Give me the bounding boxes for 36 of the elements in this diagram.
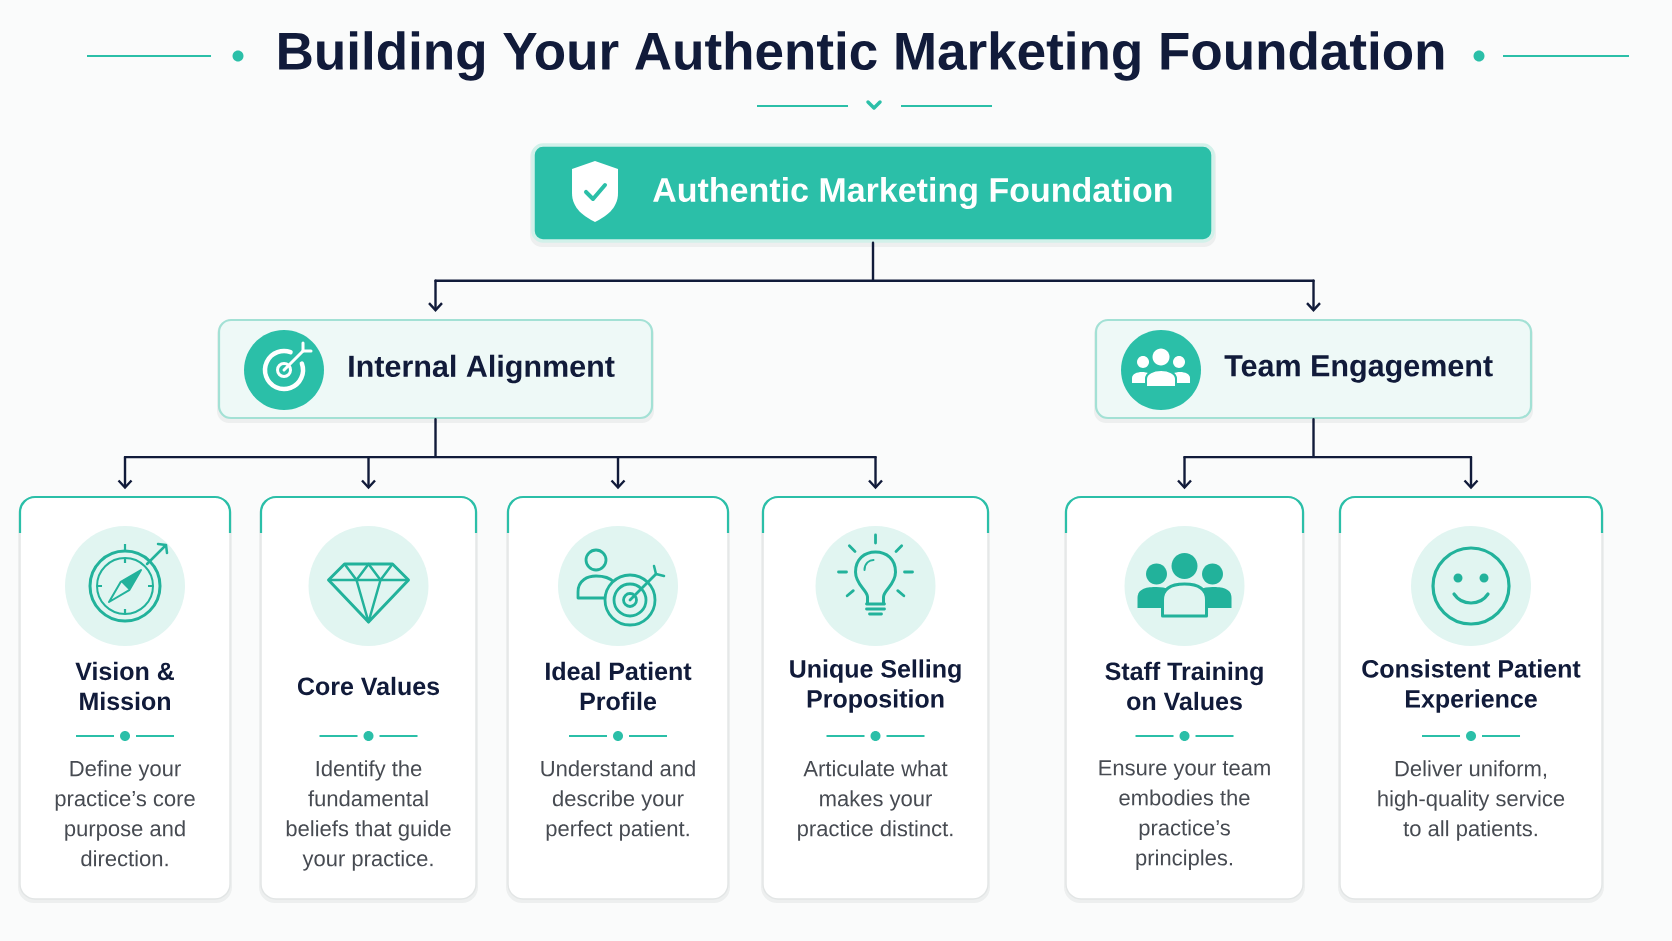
card-title: Consistent Patient Experience <box>1362 659 1581 713</box>
arrow <box>117 455 133 490</box>
root-box <box>530 143 1216 247</box>
arrow <box>868 455 883 490</box>
arrow <box>1177 455 1192 490</box>
card-title: Staff Training on Values <box>1105 661 1263 711</box>
connector-line <box>434 241 1315 282</box>
connector-line <box>1183 417 1473 459</box>
arrow <box>428 279 443 312</box>
card <box>259 495 478 903</box>
card <box>1064 495 1305 903</box>
box-label: Internal Alignment <box>349 354 615 384</box>
arrow <box>1306 279 1321 312</box>
title: Building Your Authentic Marketing Foundation <box>279 31 1444 81</box>
card <box>506 495 730 903</box>
arrow <box>1463 455 1479 490</box>
card-title: Core Values <box>297 676 440 696</box>
arrow <box>361 455 376 490</box>
connector-line <box>123 417 877 459</box>
box-label: Team Engagement <box>1224 355 1493 383</box>
card <box>18 495 232 903</box>
box-label: Authentic Marketing Foundation <box>653 177 1172 209</box>
category-box <box>1094 318 1533 423</box>
category-box <box>217 318 654 423</box>
card-description: Understand and describe your perfect patient. <box>541 760 695 841</box>
card <box>1338 495 1604 903</box>
card-description: Deliver uniform, high-quality service to all patients. <box>1378 760 1565 841</box>
card-description: Define your practice’s core purpose and direction. <box>55 760 195 867</box>
card-title: Ideal Patient Profile <box>546 661 692 711</box>
card-description: Identify the fundamental beliefs that guide your practice. <box>286 760 451 871</box>
card-description: Ensure your team embodies the practice’s principles. <box>1099 760 1270 870</box>
card <box>761 495 990 903</box>
card-description: Articulate what makes your practice distinct. <box>798 760 953 841</box>
card-title: Vision & Mission <box>75 661 174 711</box>
arrow <box>610 455 626 490</box>
card-title: Unique Selling Proposition <box>790 659 961 713</box>
